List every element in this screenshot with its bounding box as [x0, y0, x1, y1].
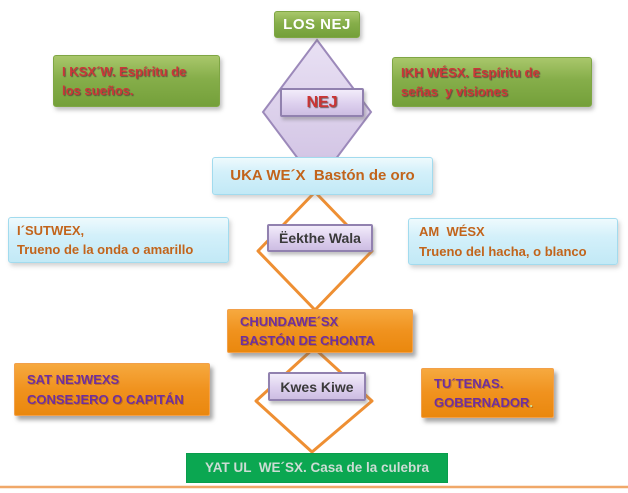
node-thunder-white-line1: AM WÉSX [419, 224, 485, 239]
node-eekthe-wala: Ëekthe Wala [267, 224, 373, 252]
node-spirit-of-dreams: I KSX´W. Espíritu de los sueños. [53, 55, 220, 107]
node-nej: NEJ [280, 88, 364, 117]
node-uka-wex-label: UKA WE´X Bastón de oro [230, 166, 415, 184]
node-snake-house: YAT UL WE´SX. Casa de la culebra [186, 453, 448, 483]
node-governor-line2-text: GOBERNADOR [434, 395, 530, 410]
node-kwes-kiwe: Kwes Kiwe [268, 372, 366, 401]
node-uka-wex-golden-staff: UKA WE´X Bastón de oro [212, 157, 433, 195]
node-chonta-staff: CHUNDAWE´SX BASTÓN DE CHONTA [227, 309, 413, 353]
node-spirit-of-signs-line1: IKH WÉSX. Espíritu de [401, 64, 540, 80]
node-chonta-staff-line1: CHUNDAWE´SX [240, 313, 339, 329]
node-spirit-of-dreams-line1: I KSX´W. Espíritu de [62, 63, 187, 79]
node-governor-line2: GOBERNADOR. [434, 393, 553, 413]
node-governor-period: . [529, 395, 533, 410]
node-captain-line2: CONSEJERO O CAPITÁN [27, 391, 184, 407]
node-spirit-of-signs: IKH WÉSX. Espíritu de señas y visiones [392, 57, 592, 107]
node-eekthe-wala-label: Ëekthe Wala [279, 230, 361, 246]
node-captain-line1: SAT NEJWEXS [27, 372, 120, 387]
node-los-nej-label: LOS NEJ [283, 16, 351, 33]
node-kwes-kiwe-label: Kwes Kiwe [280, 378, 354, 395]
node-governor: TU´TENAS. GOBERNADOR. [421, 368, 554, 418]
node-spirit-of-signs-line2: señas y visiones [401, 84, 508, 99]
node-los-nej: LOS NEJ [274, 11, 360, 38]
node-captain: SAT NEJWEXS CONSEJERO O CAPITÁN [14, 363, 210, 416]
node-governor-line1: TU´TENAS. [434, 375, 504, 391]
node-thunder-yellow: I´SUTWEX, Trueno de la onda o amarillo [8, 217, 229, 263]
node-thunder-white: AM WÉSX Trueno del hacha, o blanco [408, 218, 618, 265]
node-chonta-staff-line2: BASTÓN DE CHONTA [240, 333, 375, 348]
node-nej-label: NEJ [306, 93, 338, 111]
node-thunder-white-line2: Trueno del hacha, o blanco [419, 243, 587, 259]
node-snake-house-label: YAT UL WE´SX. Casa de la culebra [204, 459, 430, 475]
node-thunder-yellow-line1: I´SUTWEX, [17, 222, 85, 238]
node-thunder-yellow-line2: Trueno de la onda o amarillo [17, 242, 194, 257]
node-spirit-of-dreams-line2: los sueños. [62, 83, 134, 98]
